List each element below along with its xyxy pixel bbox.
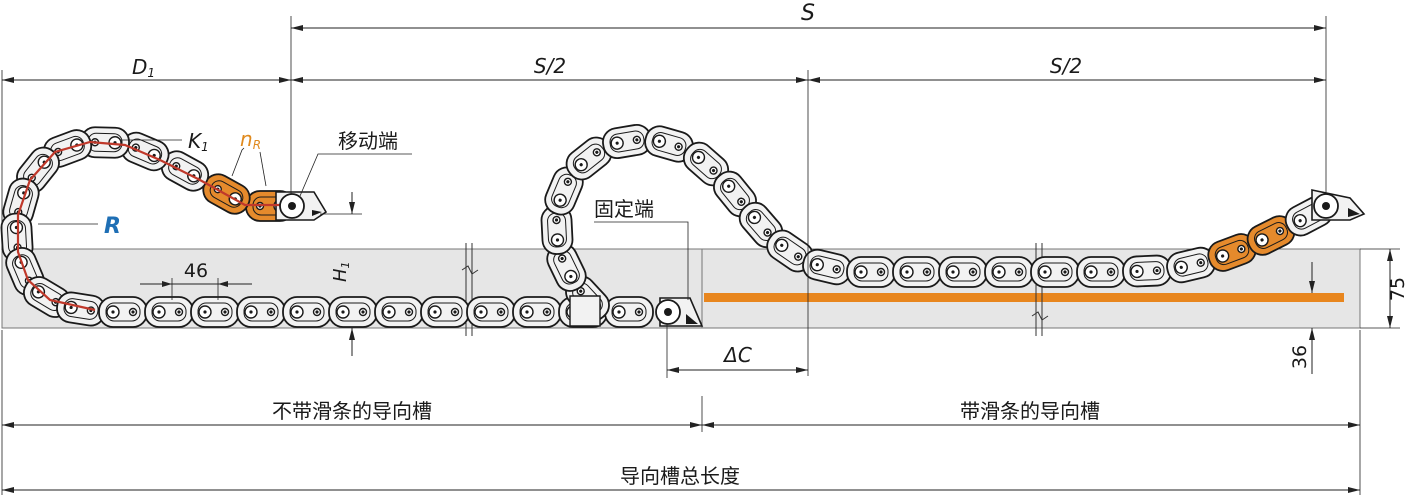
chain-right-link (602, 123, 652, 160)
chain-left-link (374, 296, 424, 328)
chain-left-link (144, 296, 194, 328)
label-pitch-46: 46 (184, 260, 208, 282)
chain-right-link (1076, 256, 1126, 288)
chain-right-link (1030, 256, 1080, 288)
energy-chain-right (540, 123, 1334, 322)
label-radius-r: R (104, 214, 121, 239)
label-half-stroke-right: S/2 (1050, 54, 1082, 78)
chain-left-link (282, 296, 332, 328)
chain-right-link (546, 243, 587, 292)
bend-radius-line (16, 140, 290, 312)
fixed-end-roller-left-hub (664, 308, 672, 316)
chain-right-link (682, 141, 730, 187)
chain-left-link (190, 296, 240, 328)
moving-end-bracket-right-tip (1348, 208, 1360, 217)
chain-left-link (466, 296, 516, 328)
label-trough-without-glide: 不带滑条的导向槽 (272, 399, 432, 423)
moving-end-roller-right-hub (1322, 202, 1330, 210)
chain-end-block-left (569, 295, 601, 327)
chain-left-link (98, 296, 148, 328)
label-height-75: 75 (1387, 277, 1406, 301)
moving-end-bracket-left-tip (312, 210, 322, 216)
chain-right-link (1122, 254, 1172, 288)
label-height-36: 36 (1289, 345, 1311, 369)
chain-right-link (892, 256, 942, 288)
chain-left-link (236, 296, 286, 328)
label-h1: H1 (330, 261, 352, 282)
chain-right-link (713, 170, 757, 218)
fixed-end-bracket-left-tip (686, 314, 698, 324)
dimension-lines (1, 16, 1400, 495)
label-k1: K1 (188, 129, 209, 154)
chain-right-link (846, 256, 896, 288)
label-stroke-s: S (801, 1, 815, 26)
chain-left-link (512, 296, 562, 328)
label-d1: D1 (132, 55, 155, 80)
chain-left-link (420, 296, 470, 328)
glide-bar (704, 293, 1344, 302)
label-moving-end: 移动端 (338, 129, 398, 153)
chain-left-link (328, 296, 378, 328)
chain-right-link (938, 256, 988, 288)
chain-right-link (984, 256, 1034, 288)
chain-right-link (540, 205, 574, 255)
chain-left-link (604, 296, 654, 328)
label-delta-c: ΔC (722, 343, 752, 367)
moving-end-roller-left-hub (288, 202, 296, 210)
label-trough-total: 导向槽总长度 (620, 464, 740, 488)
label-half-stroke-left: S/2 (534, 54, 566, 78)
chain-right-link (644, 125, 694, 163)
label-trough-with-glide: 带滑条的导向槽 (960, 399, 1100, 423)
label-nr: nR (240, 127, 261, 152)
label-fixed-end: 固定端 (594, 197, 654, 221)
chain-right-link (544, 166, 584, 216)
